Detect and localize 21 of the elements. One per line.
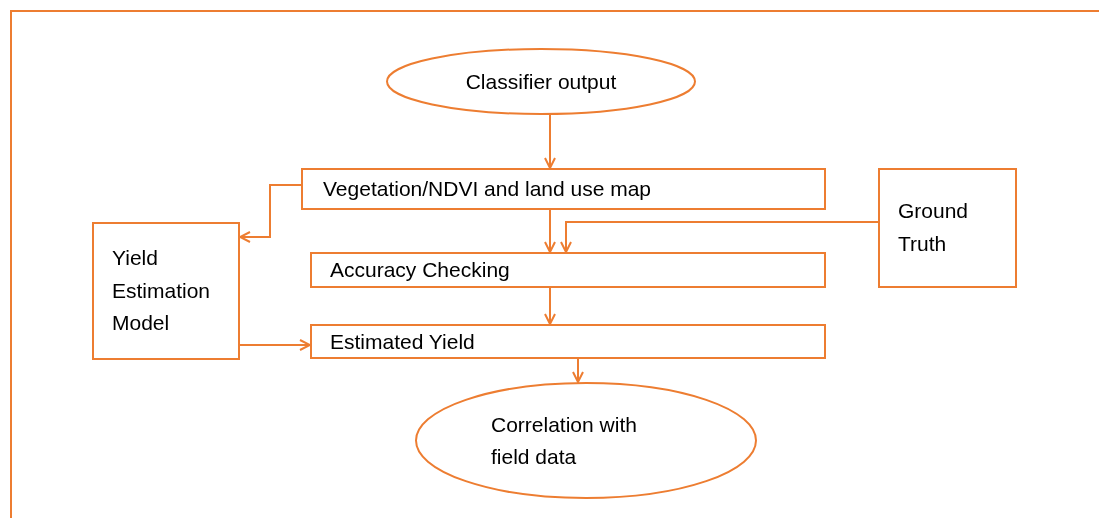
node-label: Classifier output — [465, 68, 617, 95]
arrow — [239, 339, 311, 351]
arrow — [544, 209, 556, 253]
arrow — [572, 358, 584, 383]
arrow — [239, 184, 302, 243]
process-box — [310, 252, 826, 288]
terminal-ellipse — [386, 48, 696, 115]
arrow — [544, 114, 556, 169]
arrow — [544, 287, 556, 325]
node-label: Estimated Yield — [330, 328, 475, 355]
process-box — [92, 222, 240, 360]
node-label: Accuracy Checking — [330, 257, 510, 284]
process-box — [878, 168, 1017, 288]
process-box — [310, 324, 826, 359]
node-label: Ground Truth — [898, 198, 970, 257]
node-label: Vegetation/NDVI and land use map — [323, 176, 652, 203]
arrow — [560, 221, 879, 253]
process-box — [301, 168, 826, 210]
terminal-ellipse — [415, 382, 757, 499]
node-label: Correlation with field data — [491, 412, 638, 470]
node-label: Yield Estimation Model — [112, 245, 212, 337]
